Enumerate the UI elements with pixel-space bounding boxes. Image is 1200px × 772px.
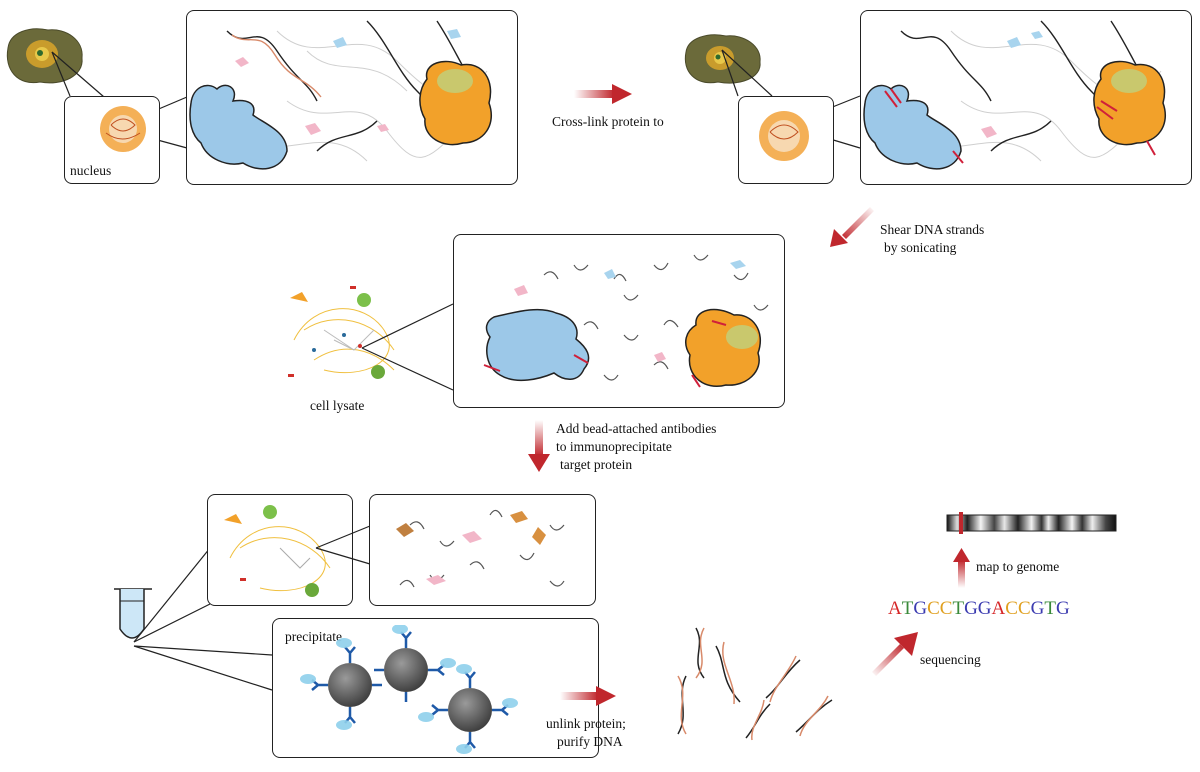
cell-illustration-2 (684, 34, 761, 84)
map-to-genome-label: map to genome (976, 559, 1060, 574)
sequence-letter: T (901, 598, 914, 619)
crosslinked-chromatin-scene (863, 20, 1166, 170)
callout-lines-5 (315, 525, 371, 565)
callout-lines-3 (361, 303, 454, 391)
nucleus-label: nucleus (70, 163, 112, 178)
arrow-down-left (830, 207, 874, 247)
arrow-right-1 (574, 84, 632, 104)
sequence-letter: T (1044, 598, 1056, 619)
sequence-letter: T (952, 598, 965, 619)
genome-ideogram (946, 512, 1117, 534)
precipitate-label: precipitate (285, 629, 342, 644)
callout-lines-4 (133, 547, 273, 691)
precipitate-box (272, 618, 599, 758)
sequence-letter: C (927, 598, 940, 619)
nucleus-icon-2 (759, 111, 809, 161)
arrow-down (528, 420, 550, 472)
cell-lysate-label: cell lysate (310, 398, 365, 413)
sequencing-label: sequencing (920, 652, 981, 667)
unlink-label-1: unlink protein; (546, 716, 626, 731)
sequence-letter: G (964, 598, 978, 619)
supernatant-scene (224, 505, 331, 597)
arrow-up (953, 548, 970, 588)
chromatin-scene-1 (189, 20, 492, 170)
supernatant-box (207, 494, 353, 606)
cell-illustration-1 (6, 28, 83, 84)
shear-label-2: by sonicating (884, 240, 957, 255)
sheared-chromatin-scene (483, 254, 769, 388)
dna-sequence: ATGCCTGGACCGTG (888, 598, 1070, 620)
add-antibodies-label-1: Add bead-attached antibodies (556, 421, 717, 436)
crosslink-label: Cross-link protein to (552, 114, 664, 129)
sequence-letter: G (913, 598, 928, 619)
sequence-letter: A (888, 598, 902, 619)
unlink-label-2: purify DNA (557, 734, 623, 749)
add-antibodies-label-3: target protein (560, 457, 633, 472)
sequence-letter: C (1017, 598, 1031, 619)
unbound-fragments-box (369, 494, 596, 606)
sequence-letter: G (1055, 598, 1070, 619)
sequence-letter: C (1005, 598, 1018, 619)
sequence-letter: A (991, 598, 1006, 619)
add-antibodies-label-2: to immunoprecipitate (556, 439, 672, 454)
arrow-right-2 (560, 686, 616, 706)
sequence-letter: G (1030, 598, 1045, 619)
antibody-beads (300, 625, 518, 754)
sequence-letter: G (977, 598, 992, 619)
arrow-up-right (872, 632, 918, 676)
sequence-letter: C (939, 598, 953, 619)
cell-lysate-illustration (288, 286, 395, 379)
nucleus-icon (100, 106, 146, 152)
purified-dna-fragments (677, 627, 833, 741)
shear-label-1: Shear DNA strands (880, 222, 985, 237)
unbound-fragments-scene (396, 509, 565, 588)
